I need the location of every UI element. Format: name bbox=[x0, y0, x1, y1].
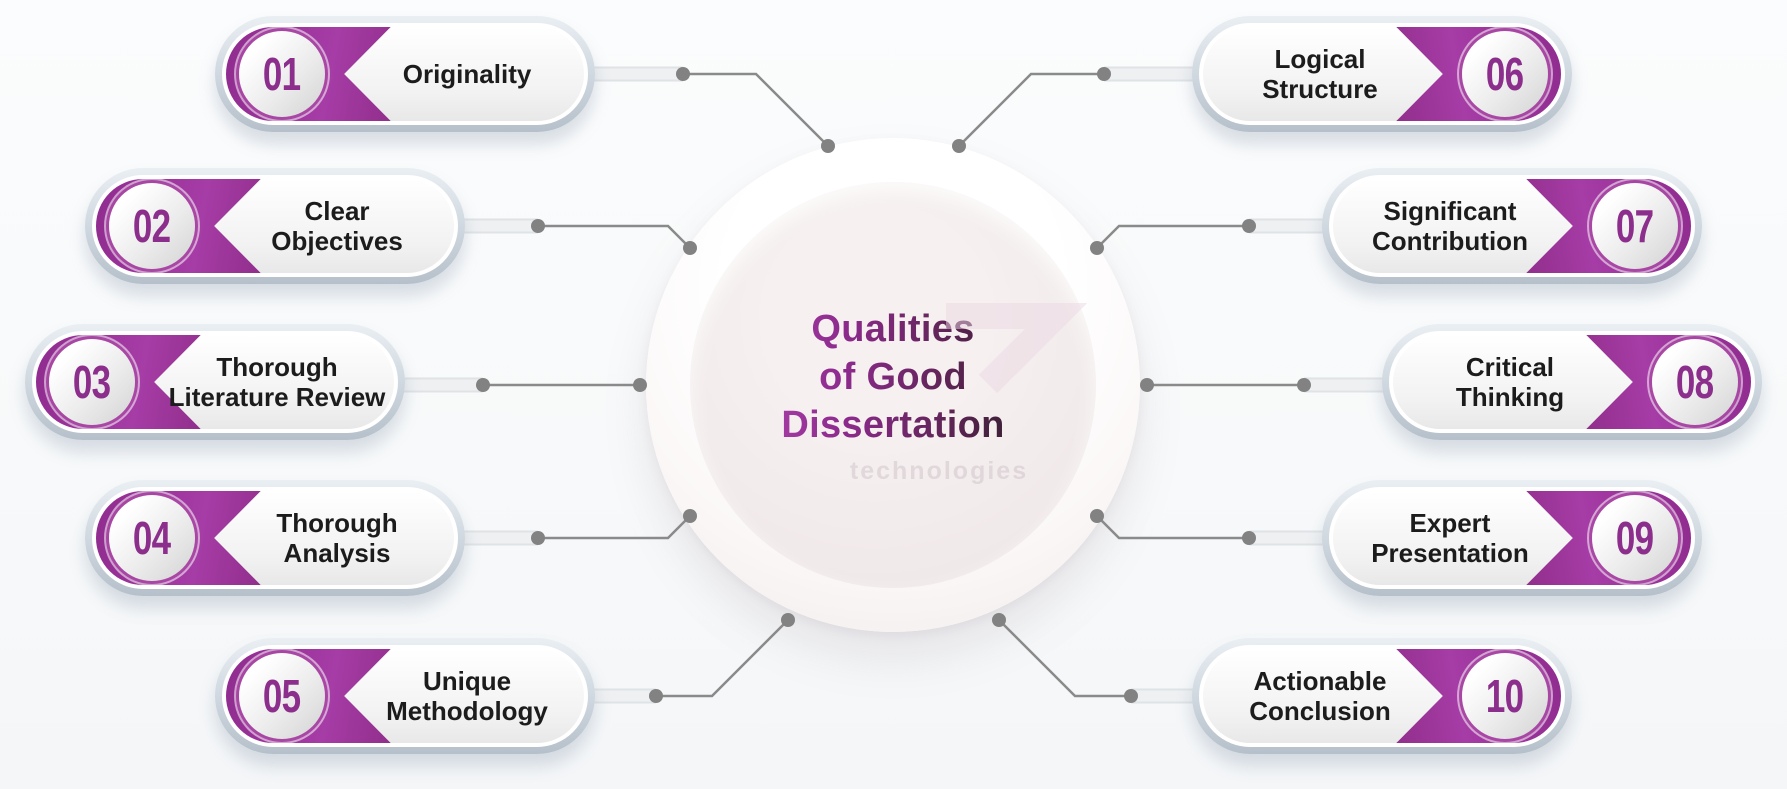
item-number-badge: 03 bbox=[49, 339, 135, 425]
item-number: 01 bbox=[263, 48, 301, 100]
pill-body: 10 Actionable Conclusion bbox=[1199, 645, 1565, 747]
item-number: 09 bbox=[1616, 512, 1654, 564]
pill-body: 01 Originality bbox=[222, 23, 588, 125]
item-number-badge: 10 bbox=[1462, 653, 1548, 739]
title-line-2: of Good bbox=[781, 353, 1004, 401]
item-pill-08: 08 Critical Thinking bbox=[1382, 324, 1762, 440]
item-pill-05: 05 Unique Methodology bbox=[215, 638, 595, 754]
item-number: 04 bbox=[133, 512, 171, 564]
item-number: 02 bbox=[133, 200, 171, 252]
item-label-line2: Literature Review bbox=[168, 382, 386, 412]
item-label: Originality bbox=[356, 27, 578, 121]
item-label: Significant Contribution bbox=[1339, 179, 1561, 273]
item-pill-09: 09 Expert Presentation bbox=[1322, 480, 1702, 596]
central-circle-inner: Qualities of Good Dissertation technolog… bbox=[690, 182, 1096, 588]
item-number-badge: 01 bbox=[239, 31, 325, 117]
item-number-badge: 02 bbox=[109, 183, 195, 269]
item-label-line1: Actionable bbox=[1253, 666, 1387, 696]
item-label-line1: Thorough bbox=[216, 352, 338, 382]
item-number-badge: 06 bbox=[1462, 31, 1548, 117]
item-pill-07: 07 Significant Contribution bbox=[1322, 168, 1702, 284]
item-number-badge: 08 bbox=[1652, 339, 1738, 425]
item-number: 05 bbox=[263, 670, 301, 722]
item-label-line2: Presentation bbox=[1371, 538, 1529, 568]
pill-body: 04 Thorough Analysis bbox=[92, 487, 458, 589]
item-label: Thorough Literature Review bbox=[166, 335, 388, 429]
item-label-line2: Contribution bbox=[1372, 226, 1528, 256]
watermark-text: technologies bbox=[849, 456, 1029, 485]
item-number: 08 bbox=[1676, 356, 1714, 408]
pill-body: 05 Unique Methodology bbox=[222, 645, 588, 747]
pill-body: 03 Thorough Literature Review bbox=[32, 331, 398, 433]
diagram-title: Qualities of Good Dissertation bbox=[781, 305, 1004, 449]
item-number: 06 bbox=[1486, 48, 1524, 100]
item-label-line1: Expert bbox=[1409, 508, 1491, 538]
watermark-logo-icon bbox=[946, 303, 1088, 394]
item-pill-10: 10 Actionable Conclusion bbox=[1192, 638, 1572, 754]
item-label: Thorough Analysis bbox=[226, 491, 448, 585]
item-label: Logical Structure bbox=[1209, 27, 1431, 121]
item-label-line1: Logical bbox=[1274, 44, 1366, 74]
item-label-line2: Thinking bbox=[1455, 382, 1565, 412]
item-label-line1: Significant bbox=[1383, 196, 1517, 226]
item-label-line1: Clear bbox=[304, 196, 370, 226]
item-number: 03 bbox=[73, 356, 111, 408]
pill-body: 02 Clear Objectives bbox=[92, 175, 458, 277]
pill-body: 07 Significant Contribution bbox=[1329, 175, 1695, 277]
item-number: 10 bbox=[1486, 670, 1524, 722]
central-circle: Qualities of Good Dissertation technolog… bbox=[646, 138, 1140, 632]
item-label-line2: Structure bbox=[1262, 74, 1378, 104]
item-label: Clear Objectives bbox=[226, 179, 448, 273]
item-pill-02: 02 Clear Objectives bbox=[85, 168, 465, 284]
item-number: 07 bbox=[1616, 200, 1654, 252]
item-label-line2: Methodology bbox=[386, 696, 548, 726]
item-number-badge: 09 bbox=[1592, 495, 1678, 581]
item-label: Expert Presentation bbox=[1339, 491, 1561, 585]
item-number-badge: 07 bbox=[1592, 183, 1678, 269]
item-label: Actionable Conclusion bbox=[1209, 649, 1431, 743]
item-label-line2: Conclusion bbox=[1249, 696, 1391, 726]
item-number-badge: 05 bbox=[239, 653, 325, 739]
item-label-line2: Objectives bbox=[271, 226, 403, 256]
item-label-line2: Analysis bbox=[283, 538, 391, 568]
item-pill-03: 03 Thorough Literature Review bbox=[25, 324, 405, 440]
title-line-3: Dissertation bbox=[781, 401, 1004, 449]
item-label-line1: Unique bbox=[422, 666, 512, 696]
pill-body: 06 Logical Structure bbox=[1199, 23, 1565, 125]
item-pill-01: 01 Originality bbox=[215, 16, 595, 132]
item-label: Critical Thinking bbox=[1399, 335, 1621, 429]
pill-body: 08 Critical Thinking bbox=[1389, 331, 1755, 433]
item-number-badge: 04 bbox=[109, 495, 195, 581]
item-label-line1: Critical bbox=[1465, 352, 1555, 382]
item-pill-06: 06 Logical Structure bbox=[1192, 16, 1572, 132]
item-label: Unique Methodology bbox=[356, 649, 578, 743]
item-pill-04: 04 Thorough Analysis bbox=[85, 480, 465, 596]
pill-body: 09 Expert Presentation bbox=[1329, 487, 1695, 589]
item-label-line1: Originality bbox=[402, 59, 532, 89]
item-label-line1: Thorough bbox=[276, 508, 398, 538]
